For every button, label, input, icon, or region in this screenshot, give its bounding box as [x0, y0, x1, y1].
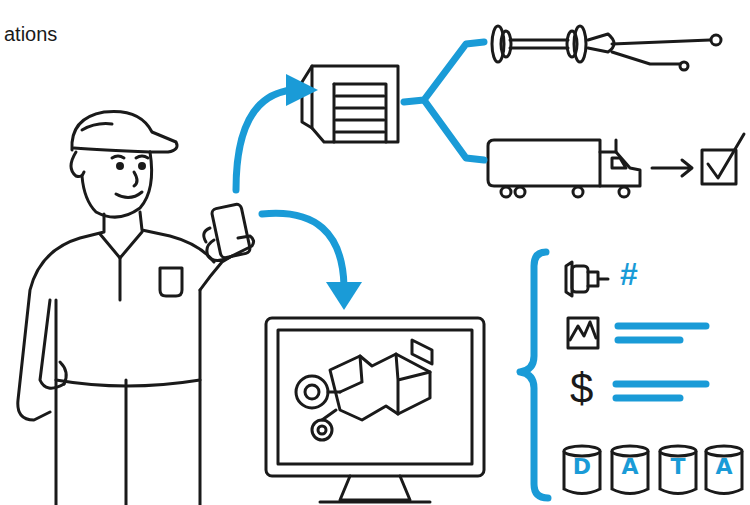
data-cylinder: A [610, 444, 650, 496]
data-cylinder: D [562, 444, 602, 496]
cylinder-letter: A [610, 456, 650, 478]
dollar-sign: $ [570, 368, 593, 410]
cylinder-letter: A [704, 456, 744, 478]
cylinder-letter: T [658, 456, 698, 478]
number-sign: # [620, 258, 638, 290]
data-cylinder: T [658, 444, 698, 496]
cut-off-heading: ations [4, 24, 57, 44]
cylinder-letter: D [562, 456, 602, 478]
data-cylinder: A [704, 444, 744, 496]
